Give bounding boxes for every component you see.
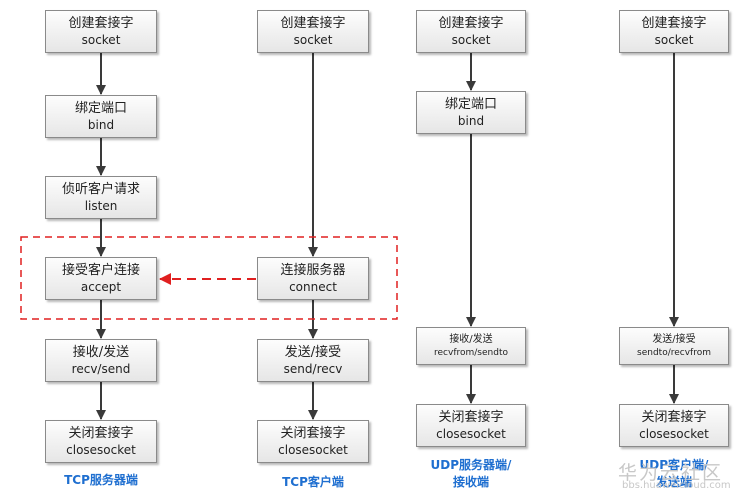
tcp-server-recv-send-box: 接收/发送 recv/send <box>45 339 157 382</box>
box-cn-label: 关闭套接字 <box>280 425 346 441</box>
box-cn-label: 关闭套接字 <box>68 425 134 441</box>
tcp-client-close-box: 关闭套接字 closesocket <box>257 420 369 463</box>
box-cn-label: 发送/接受 <box>652 334 696 346</box>
box-cn-label: 创建套接字 <box>438 15 504 31</box>
watermark-title: 华为云社区 <box>618 462 724 484</box>
box-en-label: recvfrom/sendto <box>434 347 508 358</box>
box-en-label: closesocket <box>66 443 136 458</box>
box-en-label: socket <box>451 33 491 48</box>
tcp-client-send-recv-box: 发送/接受 send/recv <box>257 339 369 382</box>
box-en-label: closesocket <box>278 443 348 458</box>
box-cn-label: 绑定端口 <box>74 100 127 116</box>
udp-client-close-box: 关闭套接字 closesocket <box>619 404 729 447</box>
box-cn-label: 发送/接受 <box>284 344 342 360</box>
tcp-client-connect-box: 连接服务器 connect <box>257 257 369 300</box>
tcp-server-listen-box: 侦听客户请求 listen <box>45 176 157 219</box>
box-en-label: bind <box>457 114 485 129</box>
box-en-label: socket <box>293 33 333 48</box>
tcp-client-socket-box: 创建套接字 socket <box>257 10 369 53</box>
box-en-label: bind <box>87 118 115 133</box>
tcp-server-close-box: 关闭套接字 closesocket <box>45 420 157 463</box>
box-en-label: listen <box>84 199 118 214</box>
udp-server-recvfrom-sendto-box: 接收/发送 recvfrom/sendto <box>416 327 526 365</box>
udp-server-close-box: 关闭套接字 closesocket <box>416 404 526 447</box>
box-cn-label: 接收/发送 <box>449 334 493 346</box>
box-en-label: recv/send <box>71 362 131 377</box>
box-cn-label: 连接服务器 <box>280 262 346 278</box>
tcp-server-caption: TCP服务器端 <box>35 472 167 489</box>
udp-server-caption: UDP服务器端/ 接收端 <box>406 457 536 491</box>
box-cn-label: 关闭套接字 <box>641 409 707 425</box>
box-cn-label: 关闭套接字 <box>438 409 504 425</box>
udp-client-socket-box: 创建套接字 socket <box>619 10 729 53</box>
box-en-label: sendto/recvfrom <box>637 347 711 358</box>
caption-line: TCP客户端 <box>282 475 344 489</box>
box-en-label: send/recv <box>283 362 343 377</box>
box-en-label: accept <box>80 280 122 295</box>
tcp-server-socket-box: 创建套接字 socket <box>45 10 157 53</box>
caption-line: TCP服务器端 <box>64 473 138 487</box>
box-en-label: socket <box>81 33 121 48</box>
box-en-label: socket <box>654 33 694 48</box>
box-en-label: connect <box>289 280 337 295</box>
caption-line: UDP客户端/ <box>639 458 709 472</box>
tcp-client-caption: TCP客户端 <box>247 474 379 491</box>
box-cn-label: 侦听客户请求 <box>61 181 140 197</box>
udp-client-sendto-recvfrom-box: 发送/接受 sendto/recvfrom <box>619 327 729 365</box>
box-cn-label: 创建套接字 <box>68 15 134 31</box>
box-en-label: closesocket <box>436 427 506 442</box>
caption-line: 发送端 <box>655 474 692 489</box>
box-cn-label: 接受客户连接 <box>61 262 140 278</box>
box-cn-label: 创建套接字 <box>280 15 346 31</box>
watermark-url: bbs.huaweicloud.com <box>622 480 731 491</box>
box-cn-label: 接收/发送 <box>72 344 130 360</box>
box-en-label: closesocket <box>639 427 709 442</box>
udp-server-bind-box: 绑定端口 bind <box>416 91 526 134</box>
tcp-server-bind-box: 绑定端口 bind <box>45 95 157 138</box>
tcp-server-accept-box: 接受客户连接 accept <box>45 257 157 300</box>
udp-server-socket-box: 创建套接字 socket <box>416 10 526 53</box>
caption-line: UDP服务器端/ <box>430 458 512 472</box>
udp-client-caption: UDP客户端/ 发送端 <box>609 457 739 491</box>
box-cn-label: 创建套接字 <box>641 15 707 31</box>
box-cn-label: 绑定端口 <box>444 96 497 112</box>
caption-line: 接收端 <box>452 474 489 489</box>
